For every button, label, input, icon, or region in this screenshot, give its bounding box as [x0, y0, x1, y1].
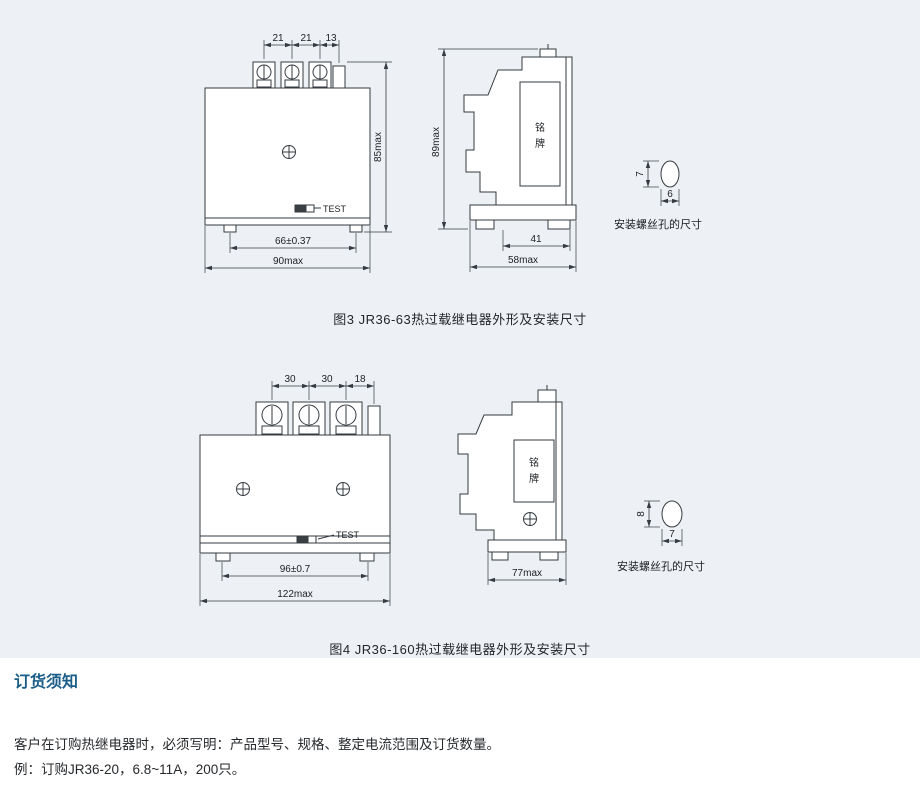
dim-depth-overall-label: 77max: [512, 568, 542, 579]
base: [469, 204, 577, 221]
fig4-side-view: 铭 牌 77max: [457, 385, 567, 585]
nameplate: [513, 439, 555, 503]
nameplate-char-2: 牌: [529, 472, 539, 485]
test-label: TEST: [323, 204, 347, 214]
mounting-screw-icon: [523, 512, 537, 526]
dim-hole-height-label: 8: [636, 511, 647, 517]
dim-overall-width-label: 122max: [277, 589, 313, 600]
mounting-screw-icon: [336, 482, 350, 496]
dim-hole-width-label: 6: [667, 189, 673, 200]
base-foot: [491, 551, 509, 561]
mounting-foot: [223, 224, 237, 233]
page-top-background: [0, 0, 920, 658]
terminal-screw-icon: [308, 61, 332, 89]
base-foot: [547, 219, 571, 230]
mounting-screw-icon: [236, 482, 250, 496]
dim-top: [271, 381, 375, 404]
fig4-front-view: TEST 30 30 18 96±0.7: [199, 374, 391, 606]
base-strip: [199, 542, 391, 554]
ordering-notice-line-2: 例：订购JR36-20，6.8~11A，200只。: [14, 762, 246, 777]
dim-pitch-2-label: 21: [300, 33, 312, 44]
dim-hole-height: [643, 160, 659, 188]
base-foot: [539, 551, 559, 561]
fig4-caption: 图4 JR36-160热过载继电器外形及安装尺寸: [329, 642, 591, 657]
test-label: TEST: [336, 530, 360, 540]
nameplate: [519, 81, 561, 187]
relay-body: [199, 434, 391, 544]
technical-drawings: TEST 21 21 13 85max: [199, 33, 705, 606]
nameplate-char-1: 铭: [535, 121, 545, 134]
fig3-caption: 图3 JR36-63热过载继电器外形及安装尺寸: [333, 312, 587, 327]
dim-depth-mounting-label: 41: [530, 234, 542, 245]
dim-hole-width: [661, 529, 683, 546]
terminal-screw-icon: [280, 61, 304, 89]
dim-hole-width-label: 7: [669, 529, 675, 540]
dim-hole-height: [644, 500, 660, 528]
screw-hole: [660, 160, 680, 188]
test-switch: [294, 204, 321, 213]
dim-mounting-width: [229, 233, 357, 253]
mounting-foot: [359, 552, 375, 562]
dim-side-height-label: 89max: [431, 127, 442, 157]
dim-top: [263, 40, 340, 63]
mounting-foot: [349, 224, 363, 233]
fig3-mounting-hole: 7 6 安装螺丝孔的尺寸: [614, 160, 702, 231]
screw-hole: [661, 500, 683, 528]
top-terminal: [537, 389, 557, 403]
dim-pitch-2-label: 30: [321, 374, 333, 385]
dim-pitch-1-label: 30: [284, 374, 296, 385]
dim-overall-width-label: 90max: [273, 256, 303, 267]
fig3-side-view: 铭 牌 89max 41 58max: [431, 44, 577, 272]
dim-overall-width: [204, 226, 371, 273]
ordering-notice-heading: 订货须知: [14, 674, 79, 691]
terminal-screw-icon: [255, 401, 289, 436]
dim-overall-width: [199, 554, 391, 606]
nameplate-char-1: 铭: [529, 456, 539, 469]
nameplate-char-2: 牌: [535, 137, 545, 150]
dim-mounting-width-label: 66±0.37: [275, 236, 312, 247]
dim-depth-mounting: [502, 230, 571, 251]
dim-side-height: [438, 48, 538, 230]
dim-height: [347, 61, 392, 233]
dim-depth-overall: [469, 221, 577, 272]
hole-caption: 安装螺丝孔的尺寸: [617, 559, 705, 573]
top-terminal: [539, 48, 557, 58]
ordering-notice-line-1: 客户在订购热继电器时，必须写明：产品型号、规格、整定电流范围及订货数量。: [14, 737, 500, 752]
side-tab: [367, 405, 381, 436]
fig3-front-view: TEST 21 21 13 85max: [204, 33, 392, 273]
hole-caption: 安装螺丝孔的尺寸: [614, 217, 702, 231]
base-foot: [475, 219, 495, 230]
relay-side-profile: [457, 401, 563, 541]
dim-pitch-3-label: 13: [325, 33, 337, 44]
dim-mounting-width: [221, 562, 369, 581]
fig4-mounting-hole: 8 7 安装螺丝孔的尺寸: [617, 500, 705, 573]
dim-hole-height-label: 7: [635, 171, 646, 177]
dim-mounting-width-label: 96±0.7: [280, 564, 311, 575]
dim-pitch-1-label: 21: [272, 33, 284, 44]
terminal-screw-icon: [329, 401, 363, 436]
dim-depth-overall-label: 58max: [508, 255, 538, 266]
mounting-screw-icon: [282, 145, 296, 159]
side-tab: [332, 65, 346, 89]
dim-depth-overall: [487, 553, 567, 585]
dim-hole-width: [660, 189, 680, 206]
terminal-screw-icon: [292, 401, 326, 436]
base: [487, 539, 567, 553]
test-switch: [296, 534, 335, 544]
dim-pitch-3-label: 18: [354, 374, 366, 385]
terminal-screw-icon: [252, 61, 276, 89]
dim-height-label: 85max: [373, 132, 384, 162]
mounting-foot: [215, 552, 231, 562]
